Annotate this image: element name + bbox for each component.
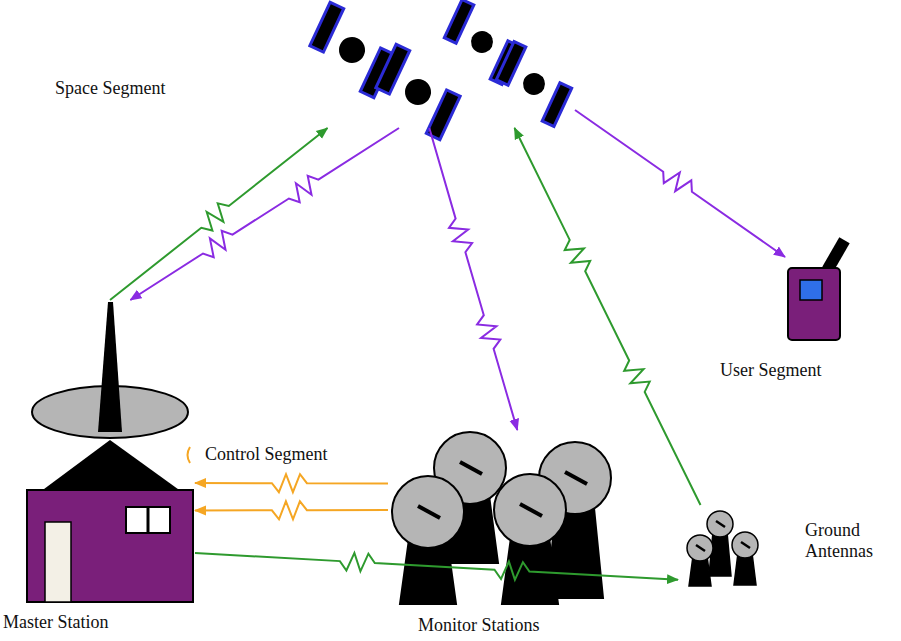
- satellite: [437, 0, 528, 84]
- monitor-stations: Monitor Stations: [388, 430, 623, 608]
- user-segment: User Segment: [785, 235, 865, 345]
- signal-link: [429, 128, 517, 430]
- segment-label: Control Segment: [205, 444, 328, 465]
- signal-link: [110, 128, 328, 300]
- ground-antennas: [687, 511, 758, 586]
- master-station: Master Station: [25, 300, 195, 605]
- gps-receiver: [788, 237, 850, 340]
- segment-label: Space Segment: [55, 78, 165, 99]
- master-station: [27, 302, 193, 602]
- satellite: [367, 44, 468, 139]
- segment-label: Monitor Stations: [418, 615, 540, 636]
- signal-link: [515, 128, 701, 505]
- signal-link: [575, 110, 785, 257]
- signal-link: [195, 501, 388, 519]
- space-segment: Space Segment: [300, 8, 575, 128]
- signal-link: [195, 474, 388, 492]
- segment-label: Master Station: [3, 612, 109, 633]
- segment-label: Ground Antennas: [805, 520, 895, 561]
- segment-label: User Segment: [720, 360, 821, 381]
- signal-link: [130, 128, 399, 300]
- orange-mark: [188, 447, 191, 463]
- satellite: [489, 42, 580, 127]
- signal-link: [195, 553, 678, 580]
- ground-antennas: Ground Antennas: [678, 505, 768, 593]
